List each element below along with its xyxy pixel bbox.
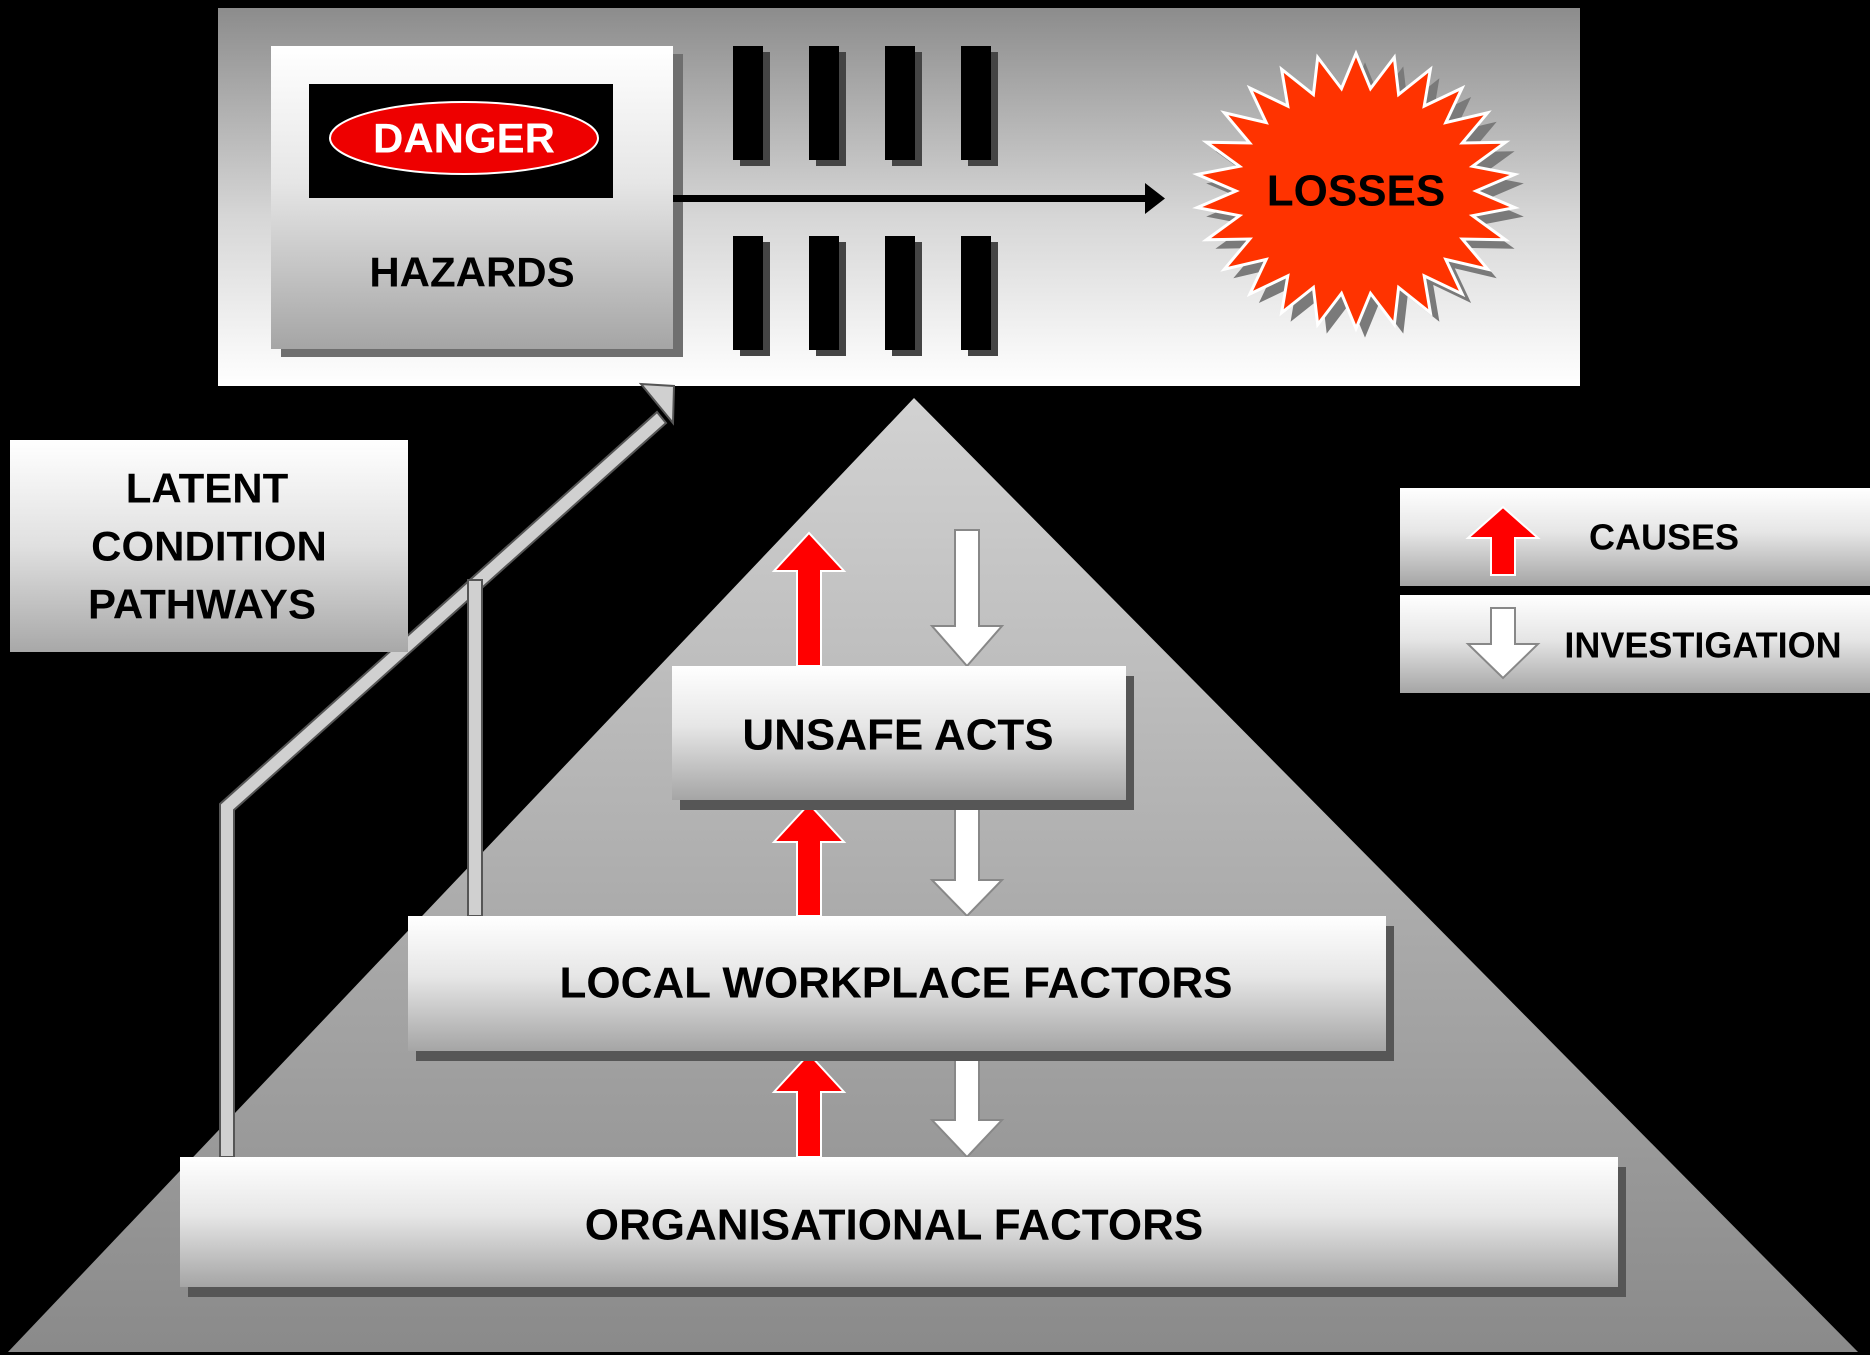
local-workplace-factors-label: LOCAL WORKPLACE FACTORS xyxy=(559,959,1232,1008)
latent-pathway-arrowhead xyxy=(638,382,676,426)
latent-label-line2: CONDITION xyxy=(91,523,327,570)
investigation-arrow-down xyxy=(929,529,1005,668)
unsafe-acts-box: UNSAFE ACTS xyxy=(672,666,1134,810)
barrier xyxy=(961,46,998,166)
barrier xyxy=(961,236,998,356)
hazards-label: HAZARDS xyxy=(369,249,574,296)
cause-arrow-up xyxy=(771,531,847,667)
latent-pathway-line-inner xyxy=(467,579,483,917)
legend-causes-arrow-icon xyxy=(1465,505,1541,576)
legend-investigation-label: INVESTIGATION xyxy=(1564,625,1841,666)
investigation-arrow-down xyxy=(929,1052,1005,1159)
organisational-pyramid xyxy=(8,398,1858,1352)
latent-label-line1: LATENT xyxy=(126,465,289,512)
danger-sign-oval xyxy=(329,101,599,175)
legend-causes-label: CAUSES xyxy=(1589,517,1739,558)
investigation-arrows xyxy=(929,529,1005,1159)
legend-investigation: INVESTIGATION xyxy=(1400,595,1870,693)
barrier xyxy=(885,46,922,166)
organisational-factors-box: ORGANISATIONAL FACTORS xyxy=(180,1157,1626,1297)
barrier xyxy=(885,236,922,356)
barrier xyxy=(809,46,846,166)
danger-sign-text: DANGER xyxy=(373,115,555,162)
legend-causes: CAUSES xyxy=(1400,488,1870,586)
cause-arrow-up xyxy=(771,1052,847,1158)
cause-arrows xyxy=(771,531,847,1158)
losses-label: LOSSES xyxy=(1267,167,1446,216)
latent-label-line3: PATHWAYS xyxy=(88,581,316,628)
legend: CAUSES INVESTIGATION xyxy=(1400,488,1870,693)
accident-trajectory-arrow xyxy=(673,183,1165,214)
barrier xyxy=(809,236,846,356)
barrier xyxy=(733,46,770,166)
unsafe-acts-label: UNSAFE ACTS xyxy=(742,711,1053,760)
losses-starburst: LOSSES xyxy=(1192,49,1524,338)
organisational-factors-label: ORGANISATIONAL FACTORS xyxy=(585,1201,1203,1250)
latent-condition-pathways-box: LATENT CONDITION PATHWAYS xyxy=(10,440,408,652)
cause-arrow-up xyxy=(771,802,847,917)
hazards-box: DANGER HAZARDS xyxy=(271,46,683,357)
legend-investigation-arrow-icon xyxy=(1465,607,1541,680)
defence-barriers xyxy=(733,46,998,356)
barrier xyxy=(733,236,770,356)
investigation-arrow-down xyxy=(929,805,1005,918)
local-workplace-factors-box: LOCAL WORKPLACE FACTORS xyxy=(408,916,1394,1061)
